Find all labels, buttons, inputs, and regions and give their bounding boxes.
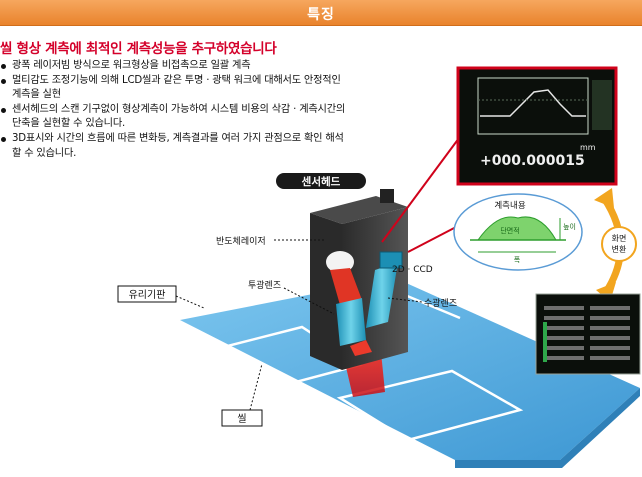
laser-label: 반도체레이저 [216, 236, 266, 247]
screen-leader-1 [381, 133, 463, 243]
glass-label: 유리기판 [129, 289, 166, 301]
monitor-screen-top-plot [477, 77, 589, 135]
switch-label-line2: 변환 [612, 244, 627, 254]
emitter-lens-barrel [336, 298, 366, 346]
bullet-item: 3D표시와 시간의 흐름에 따른 변화등, 계측결과를 여러 가지 관점으로 확… [0, 132, 350, 161]
emitter-lens-label: 투광렌즈 [248, 279, 281, 291]
monitor-readout-value: +000.000015 [480, 153, 585, 169]
switch-label-line1: 화면 [612, 233, 627, 243]
monitor-sidebar-top [592, 80, 612, 130]
ccd-label: 2D · CCD [392, 265, 433, 275]
sensor-head-label-badge [276, 173, 366, 189]
bullet-item: 멀티감도 조정기능에 의해 LCD씰과 같은 투명 · 광택 워크에 대해서도 … [0, 74, 350, 103]
bullet-item: 센서헤드의 스캔 기구없이 형상계측이 가능하여 시스템 비용의 삭감 · 계측… [0, 103, 350, 132]
switch-arrow-head-top [594, 188, 614, 208]
monitor-profile-trace [480, 89, 586, 117]
glass-substrate-edge [455, 388, 640, 468]
laser-diode-cap [326, 251, 354, 273]
glass-label-box [117, 285, 177, 303]
sensor-head-label: 센서헤드 [302, 175, 341, 188]
monitor-readout-unit: mm [580, 143, 596, 152]
monitor-screen-top [456, 66, 618, 186]
sensor-head-cable [380, 189, 394, 203]
monitor-bottom-highlight [543, 322, 547, 362]
laser-diode-body [330, 268, 362, 305]
beam-internal [350, 340, 372, 356]
emitter-lens-leader [283, 287, 335, 315]
feature-header-bar: 특징 [0, 0, 642, 26]
bullet-item: 광폭 레이저빔 방식으로 워크형상을 비접촉으로 일괄 계측 [0, 59, 350, 74]
glass-substrate [180, 278, 640, 460]
receiver-lens-label: 수광렌즈 [424, 297, 457, 309]
feature-bullet-list: 광폭 레이저빔 방식으로 워크형상을 비접촉으로 일괄 계측 멀티감도 조정기능… [0, 59, 350, 161]
feature-headline: 씰 형상 계측에 최적인 계측성능을 추구하였습니다 [0, 41, 277, 57]
receiver-lens-leader [387, 297, 423, 303]
profile-width-label: 폭 [514, 256, 521, 264]
seal-label: 씰 [237, 413, 246, 425]
monitor-screen-bottom-rows [544, 306, 630, 360]
glass-leader [175, 295, 205, 309]
ccd-sensor [379, 251, 403, 269]
receiver-lens-barrel [366, 262, 398, 328]
seal-pattern-right [336, 369, 524, 442]
screen-leader-2 [407, 225, 459, 253]
profile-bubble-title: 계측내용 [494, 200, 525, 211]
profile-shape [477, 216, 557, 241]
profile-area-label: 단면적 [500, 226, 519, 235]
switch-badge [601, 226, 637, 262]
seal-label-box [221, 409, 263, 427]
profile-height-label: 높이 [563, 222, 576, 231]
feature-header-title: 특징 [307, 7, 335, 23]
